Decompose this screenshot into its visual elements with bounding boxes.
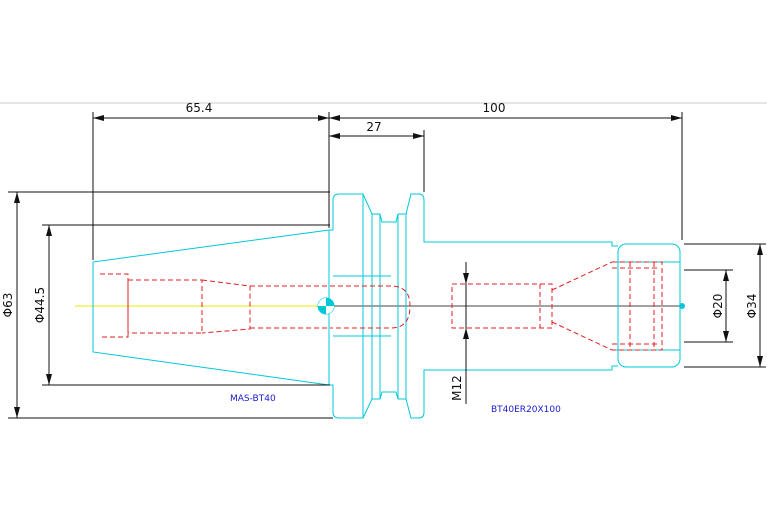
dim-taper-length: 65.4	[186, 101, 213, 115]
dimension-arrows	[14, 115, 763, 418]
center-mark-icon	[317, 297, 335, 315]
hidden-lines	[100, 261, 663, 351]
flange-bottom	[329, 365, 618, 419]
dim-flange-offset: 27	[366, 120, 381, 134]
flange-top	[329, 193, 618, 247]
dimension-lines	[8, 112, 766, 419]
dim-thread-m12: M12	[450, 375, 464, 401]
bore-pocket	[127, 279, 203, 334]
dim-diameter-44-5: Φ44.5	[33, 287, 47, 323]
shank-label: MAS-BT40	[230, 394, 276, 404]
dim-diameter-20: Φ20	[711, 294, 725, 319]
dim-diameter-34: Φ34	[745, 294, 759, 319]
end-mark-icon	[679, 303, 685, 309]
taper-outline	[92, 229, 330, 386]
bore-middle	[451, 283, 553, 329]
holder-label: BT40ER20X100	[491, 405, 561, 415]
pocket-rounded	[330, 285, 411, 329]
collet-seat	[612, 261, 663, 351]
dim-diameter-63: Φ63	[1, 293, 15, 318]
dim-total-length: 100	[483, 101, 506, 115]
